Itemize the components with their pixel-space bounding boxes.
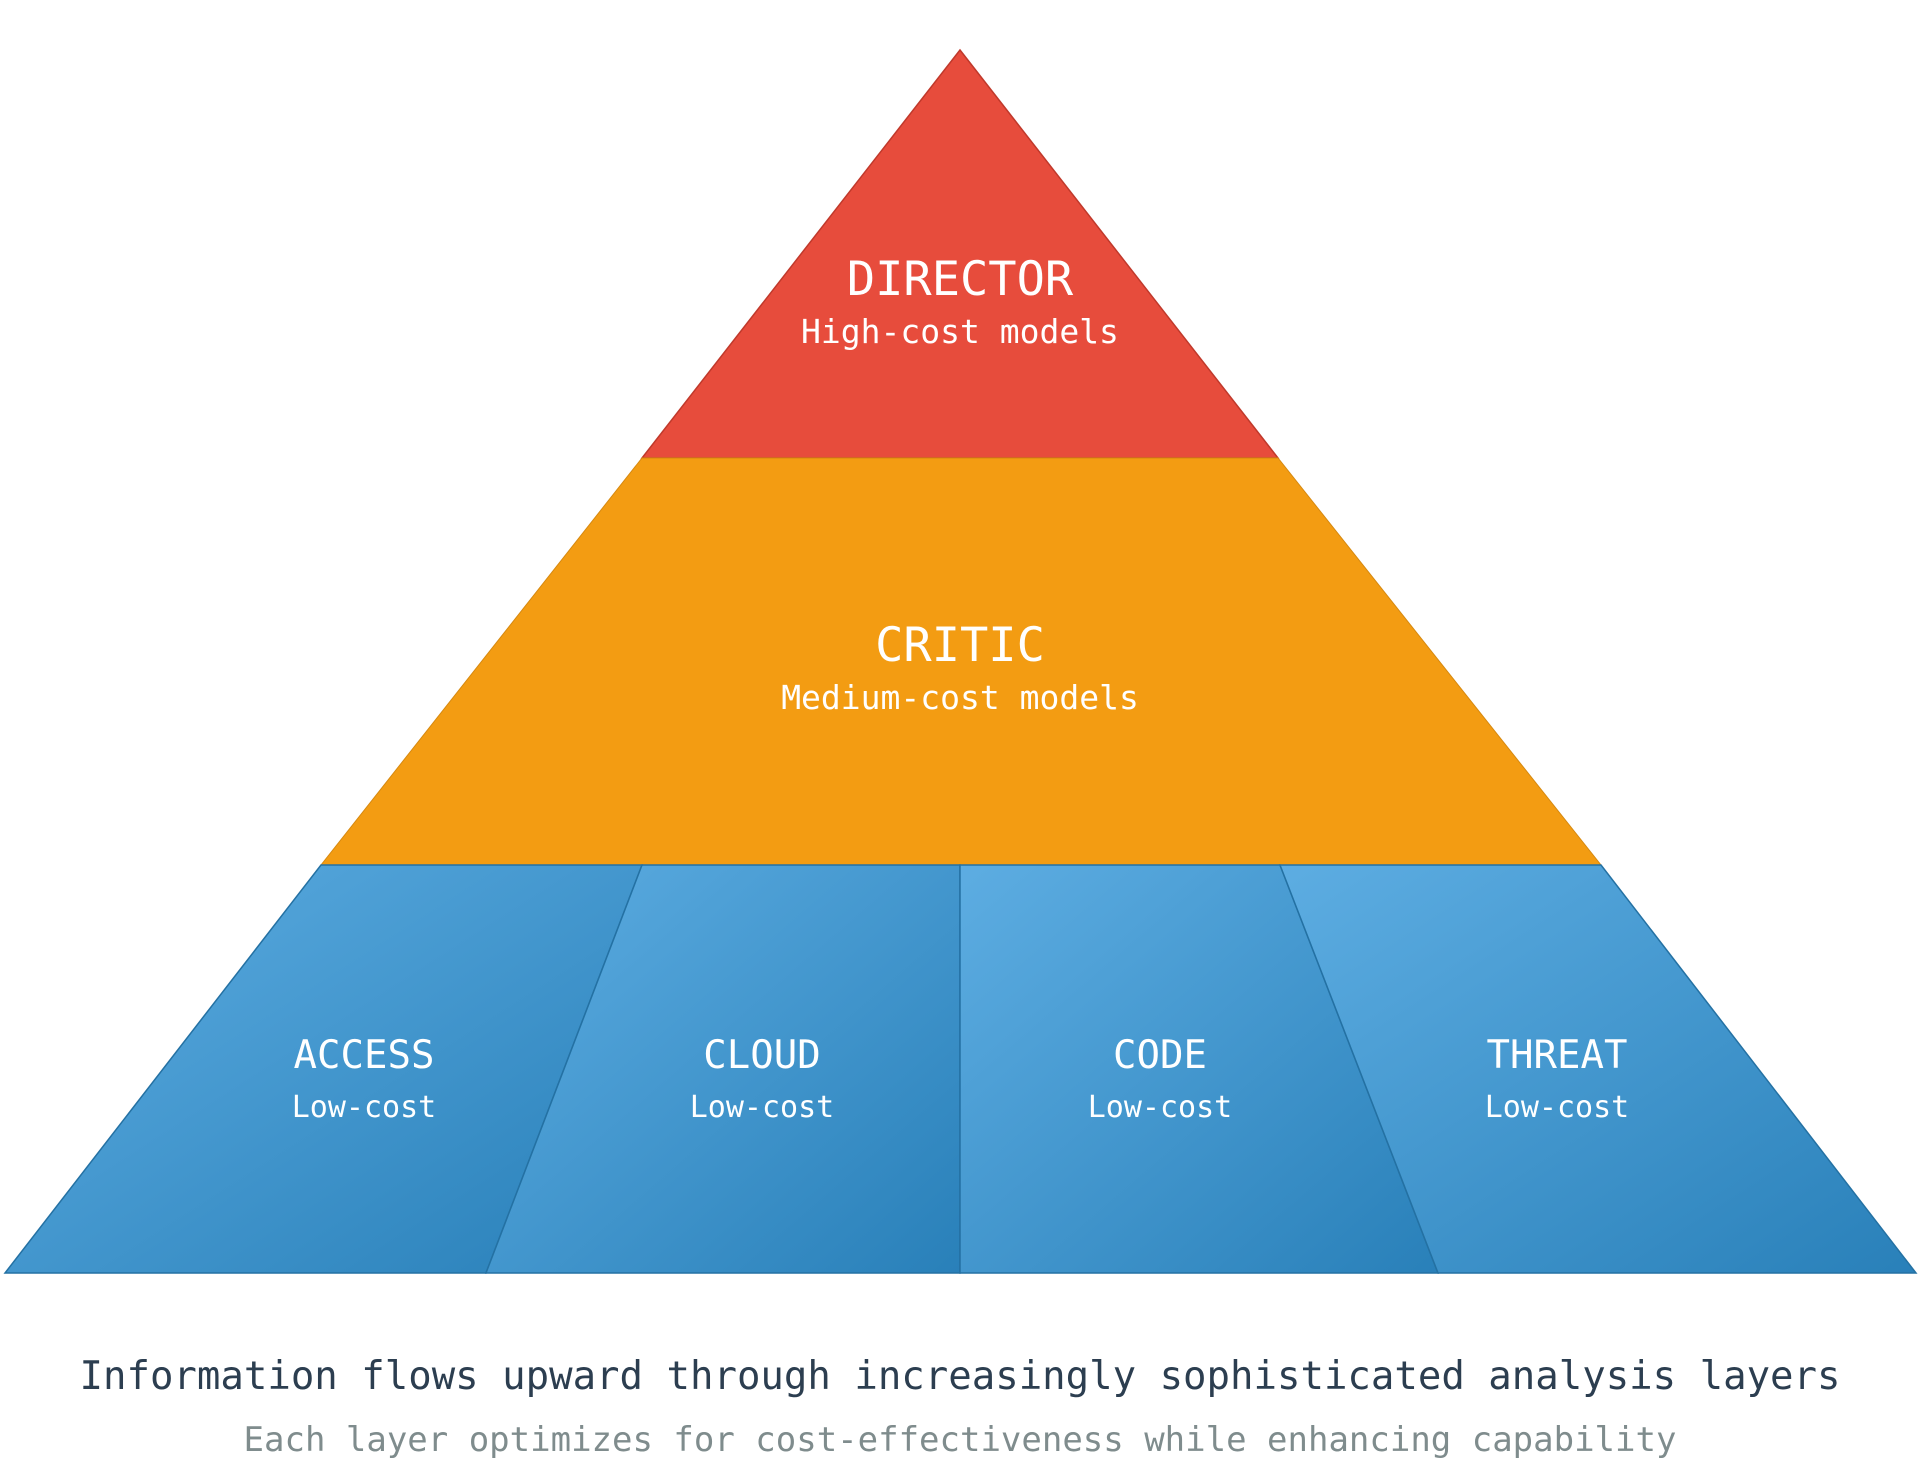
agent-title-cloud: CLOUD — [703, 1033, 820, 1078]
agent-title-code: CODE — [1113, 1033, 1207, 1078]
director-title: DIRECTOR — [847, 252, 1074, 307]
critic-title: CRITIC — [875, 618, 1045, 673]
agent-subtitle-cloud: Low-cost — [690, 1090, 835, 1125]
caption-main: Information flows upward through increas… — [79, 1354, 1841, 1399]
agent-subtitle-threat: Low-cost — [1485, 1090, 1630, 1125]
agent-title-access: ACCESS — [294, 1033, 435, 1078]
agent-segment-threat — [1278, 864, 1918, 1274]
critic-subtitle: Medium-cost models — [781, 678, 1139, 717]
agent-subtitle-code: Low-cost — [1088, 1090, 1233, 1125]
agent-title-threat: THREAT — [1487, 1033, 1628, 1078]
director-subtitle: High-cost models — [801, 312, 1119, 351]
caption-sub: Each layer optimizes for cost-effectiven… — [243, 1420, 1677, 1460]
agent-subtitle-access: Low-cost — [292, 1090, 437, 1125]
agent-layer — [3, 864, 1918, 1274]
